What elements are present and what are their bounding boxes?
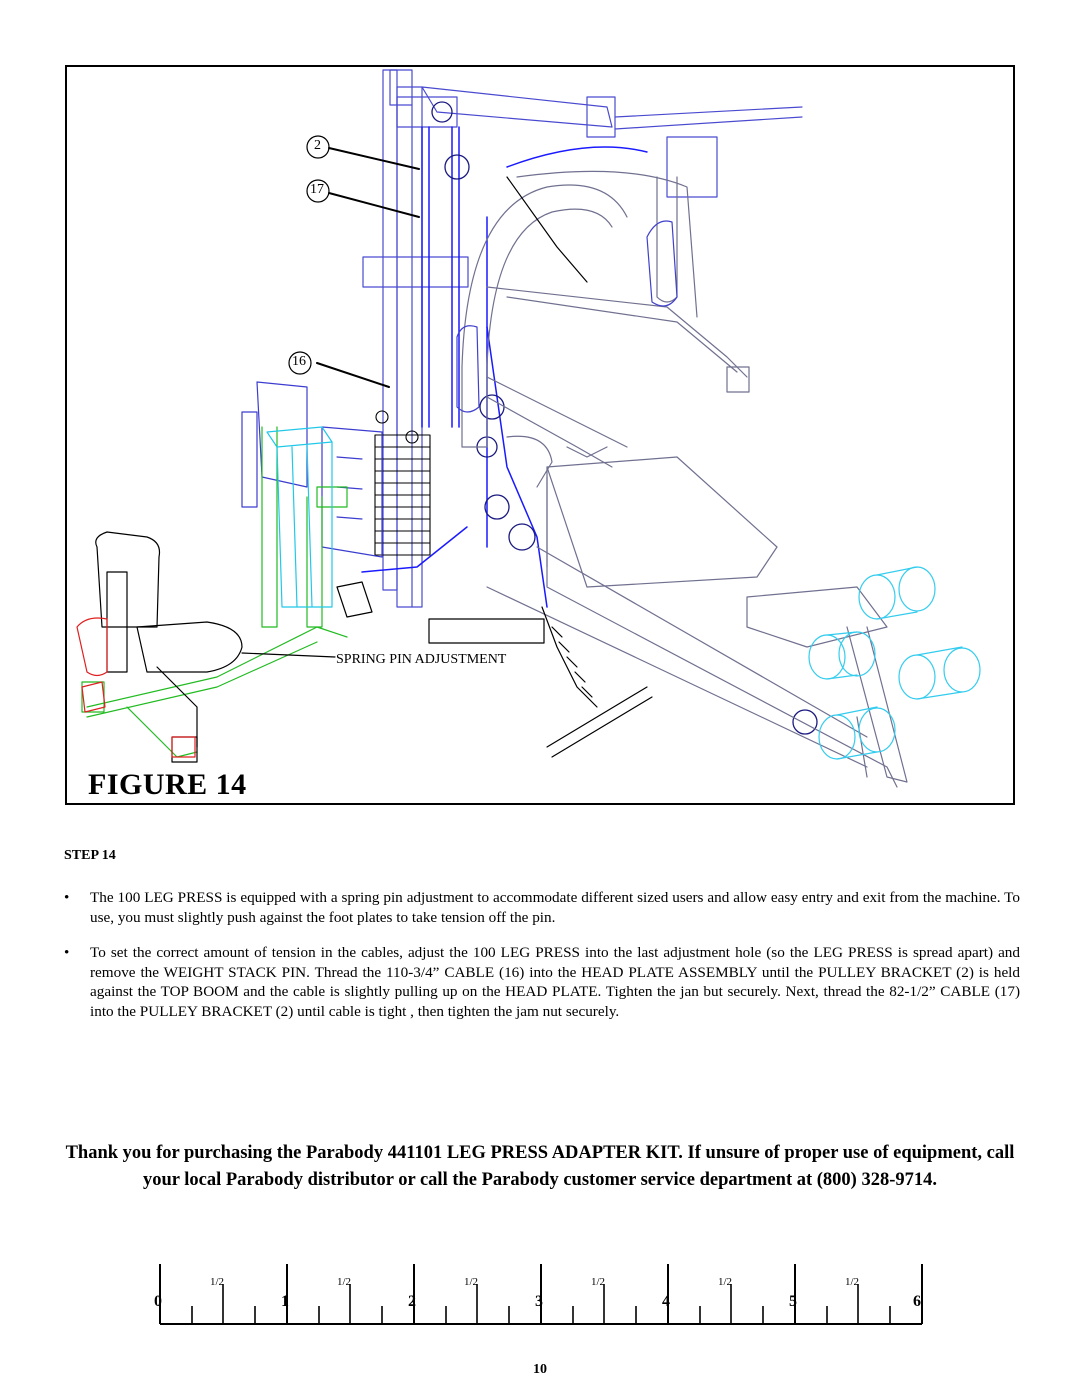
- ruler-half-label: 1/2: [845, 1276, 860, 1288]
- ruler-number: 5: [789, 1293, 797, 1310]
- home-gym-illustration: [76, 69, 981, 788]
- instruction-text: The 100 LEG PRESS is equipped with a spr…: [90, 889, 1020, 926]
- callout-17: 17: [310, 182, 324, 197]
- instruction-item: • The 100 LEG PRESS is equipped with a s…: [64, 888, 1020, 927]
- instruction-text: To set the correct amount of tension in …: [90, 944, 1020, 1020]
- figure-title: FIGURE 14: [88, 768, 247, 801]
- ruler-half-label: 1/2: [464, 1276, 479, 1288]
- figure-frame: 2 17 16: [65, 65, 1015, 805]
- ruler-number: 1: [281, 1293, 289, 1310]
- bullet-marker: •: [64, 889, 70, 906]
- ruler-half-label: 1/2: [591, 1276, 606, 1288]
- ruler-number: 6: [913, 1293, 921, 1310]
- ruler-number: 0: [154, 1293, 162, 1310]
- ruler-number: 3: [535, 1293, 543, 1310]
- ruler-half-label: 1/2: [718, 1276, 733, 1288]
- bullet-marker: •: [64, 944, 70, 961]
- page-number: 10: [533, 1362, 547, 1377]
- step-heading: STEP 14: [64, 848, 116, 863]
- ruler-number: 4: [662, 1293, 670, 1310]
- callout-16: 16: [292, 354, 306, 369]
- ruler-half-label: 1/2: [210, 1276, 225, 1288]
- ruler-number: 2: [408, 1293, 416, 1310]
- thank-you-note: Thank you for purchasing the Parabody 44…: [65, 1143, 1015, 1190]
- instruction-list: • The 100 LEG PRESS is equipped with a s…: [64, 888, 1020, 1037]
- instruction-item: • To set the correct amount of tension i…: [64, 943, 1020, 1021]
- callout-2: 2: [314, 138, 321, 153]
- inch-ruler: [159, 1264, 923, 1325]
- ruler-half-label: 1/2: [337, 1276, 352, 1288]
- spring-pin-label: SPRING PIN ADJUSTMENT: [336, 652, 507, 667]
